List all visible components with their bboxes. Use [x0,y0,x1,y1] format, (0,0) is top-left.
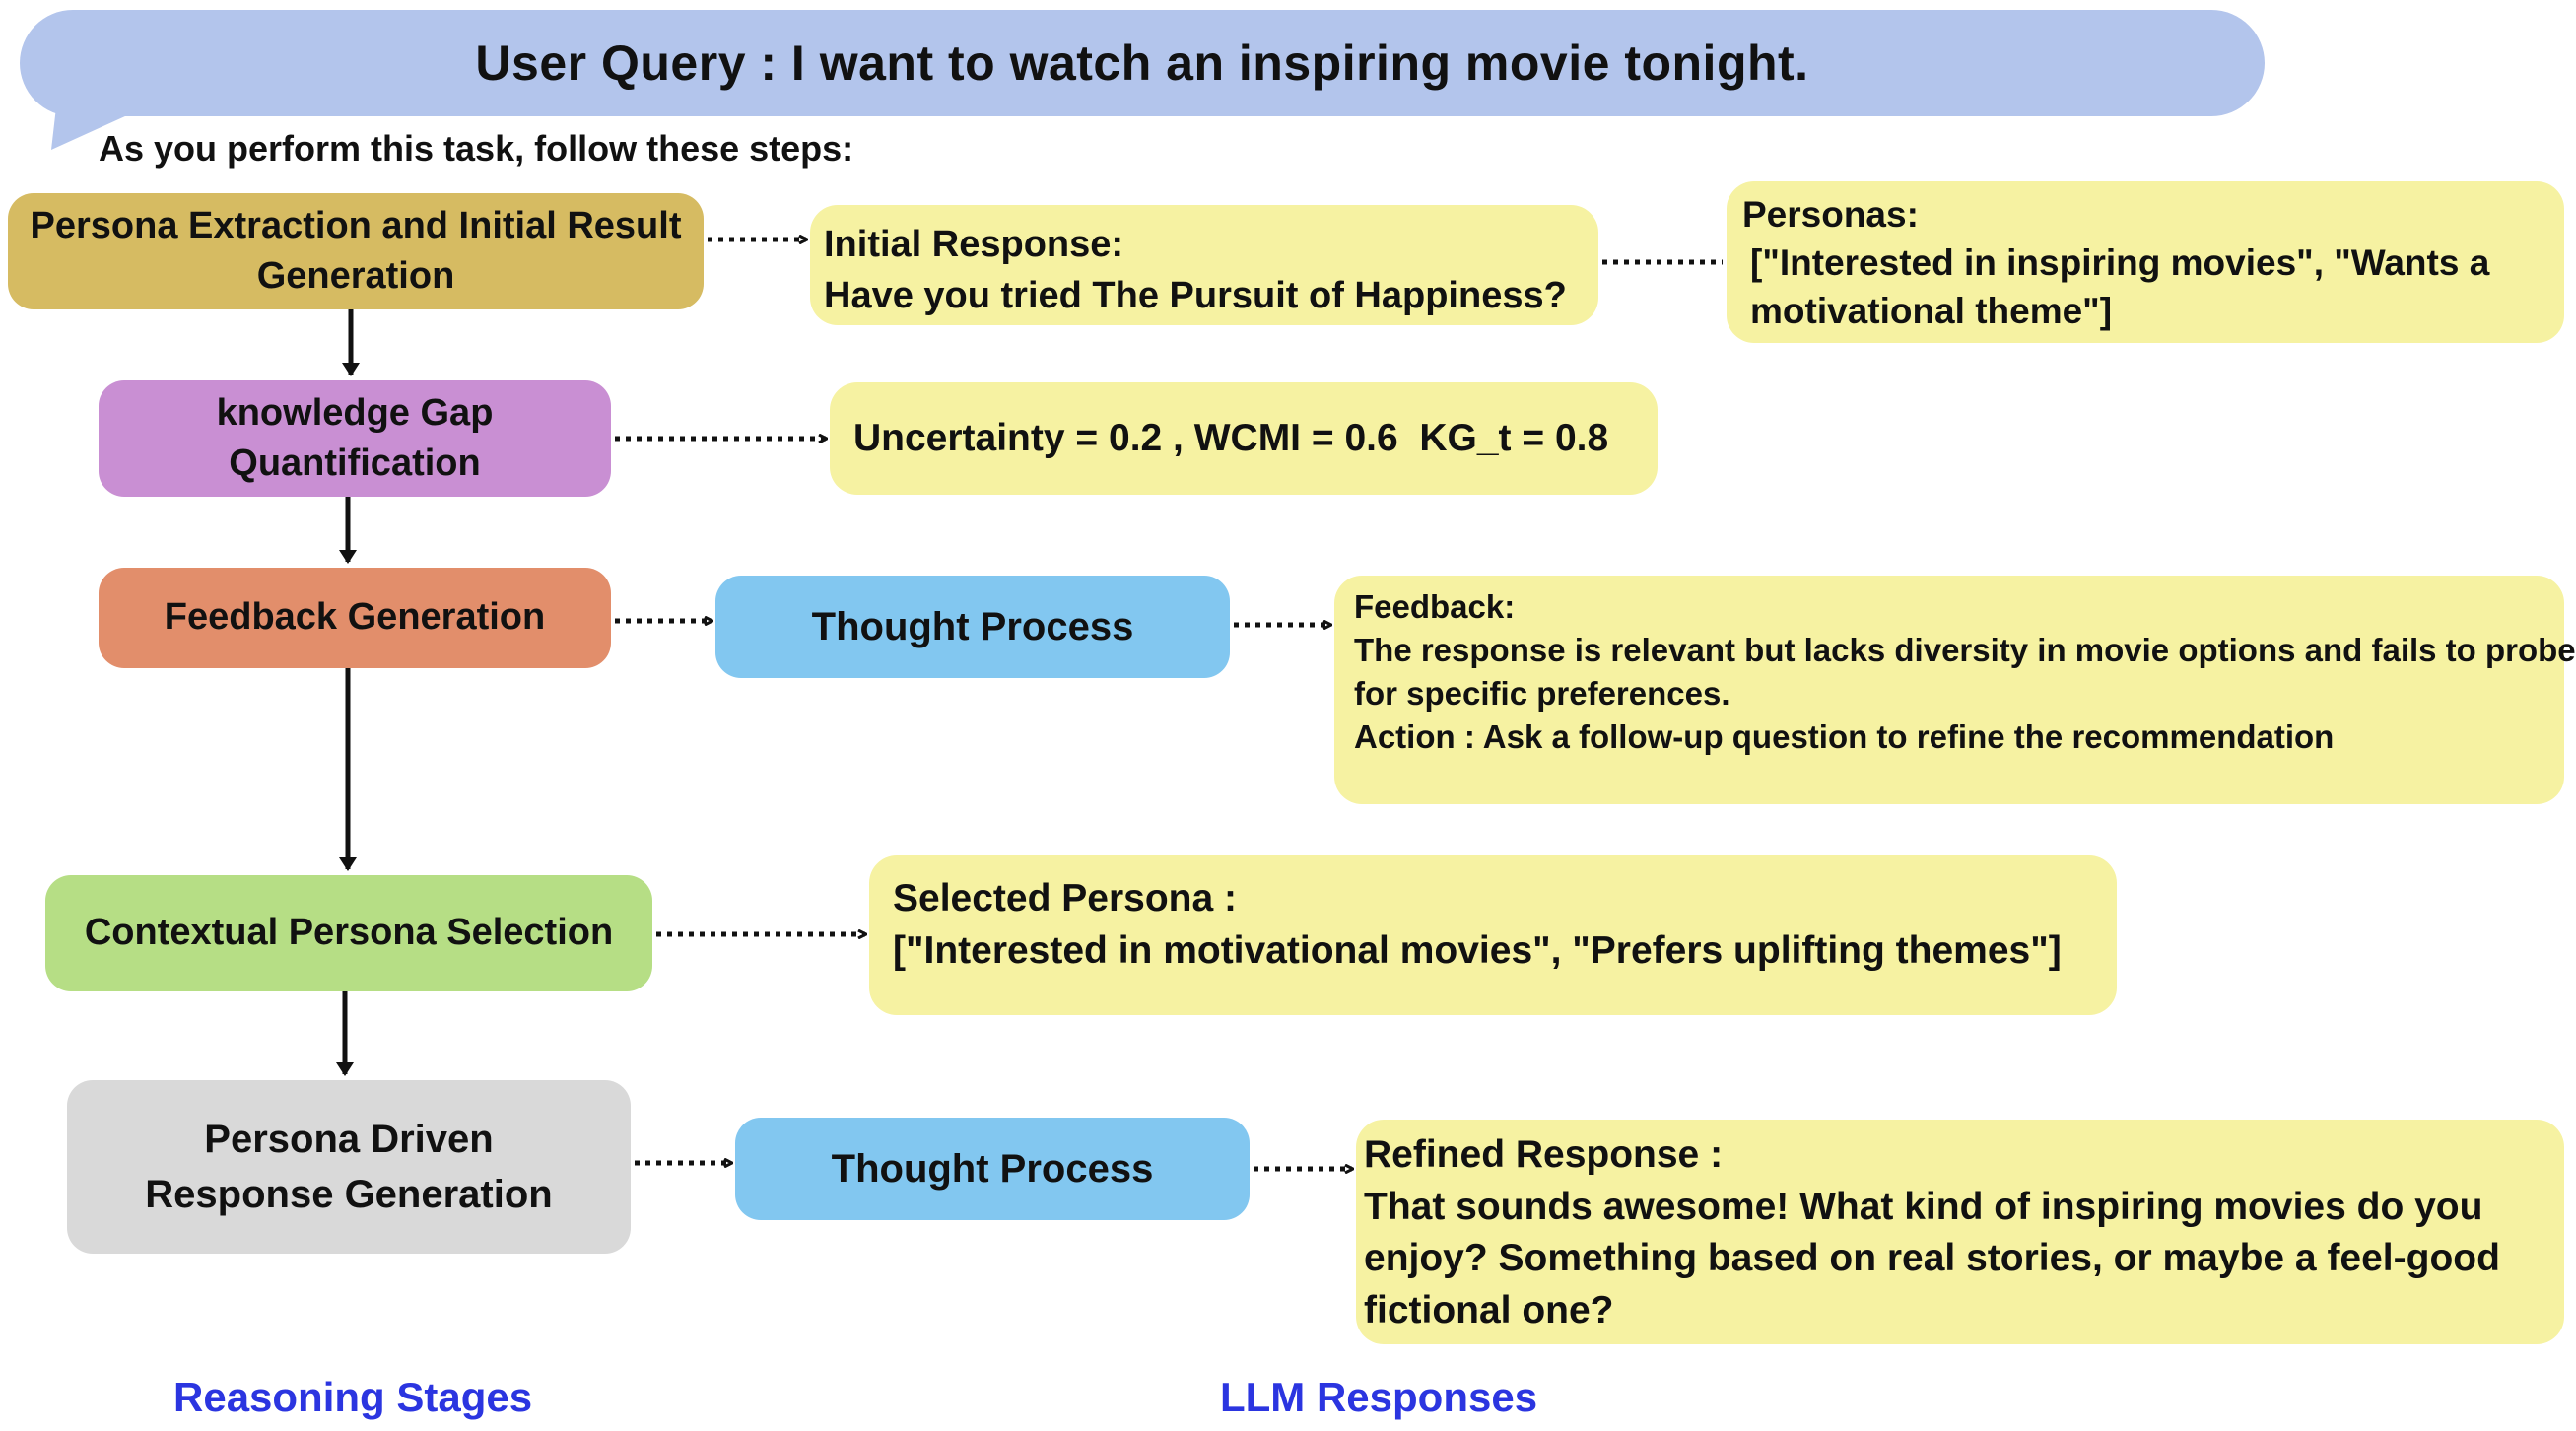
thought-process-label-2: Thought Process [831,1146,1154,1191]
thought-process-label-1: Thought Process [811,604,1134,648]
personas-box: Personas: ["Interested in inspiring movi… [1727,181,2564,343]
footer-llm-responses: LLM Responses [1220,1374,1538,1420]
stage-persona-driven-response: Persona Driven Response Generation [67,1080,631,1254]
stage-feedback-generation: Feedback Generation [99,568,611,668]
personas-line-1: ["Interested in inspiring movies", "Want… [1750,241,2490,283]
initial-response-heading: Initial Response: [824,224,1124,265]
thought-process-box-2: Thought Process [735,1118,1250,1220]
selected-persona-box: Selected Persona : ["Interested in motiv… [869,855,2117,1015]
feedback-box: Feedback: The response is relevant but l… [1334,576,2576,804]
selected-persona-text: ["Interested in motivational movies", "P… [893,928,2062,972]
instruction-text: As you perform this task, follow these s… [99,128,854,169]
refined-response-line-1: That sounds awesome! What kind of inspir… [1364,1185,2483,1228]
feedback-heading: Feedback: [1354,588,1516,625]
stage-knowledge-gap: knowledge Gap Quantification [99,380,611,497]
personas-heading: Personas: [1742,194,1919,235]
initial-response-box: Initial Response: Have you tried The Pur… [810,205,1598,325]
personas-line-2: motivational theme"] [1750,290,2113,331]
stage-knowledge-gap-line-2: Quantification [229,443,481,484]
refined-response-line-2: enjoy? Something based on real stories, … [1364,1237,2500,1280]
uncertainty-box: Uncertainty = 0.2 , WCMI = 0.6 KG_t = 0.… [830,382,1658,495]
initial-response-text: Have you tried The Pursuit of Happiness? [824,275,1567,317]
stage-persona-extraction-line-1: Persona Extraction and Initial Result [30,204,682,246]
stage-knowledge-gap-line-1: knowledge Gap [216,391,494,434]
user-query-bubble: User Query : I want to watch an inspirin… [20,10,2265,116]
stage-persona-driven-line-1: Persona Driven [204,1118,494,1161]
refined-response-line-3: fictional one? [1364,1288,1614,1331]
feedback-action: Action : Ask a follow-up question to ref… [1354,717,2335,755]
stage-contextual-persona-selection: Contextual Persona Selection [45,875,652,991]
thought-process-box-1: Thought Process [715,576,1230,678]
stage-persona-extraction-line-2: Generation [256,255,455,297]
refined-response-box: Refined Response : That sounds awesome! … [1356,1120,2564,1344]
refined-response-heading: Refined Response : [1364,1133,1724,1176]
stage-persona-driven-line-2: Response Generation [145,1173,553,1216]
feedback-line-1: The response is relevant but lacks diver… [1354,631,2576,668]
uncertainty-text: Uncertainty = 0.2 , WCMI = 0.6 KG_t = 0.… [853,417,1609,459]
user-query-text: User Query : I want to watch an inspirin… [475,35,1809,91]
stage-feedback-generation-label: Feedback Generation [164,596,546,639]
stage-persona-extraction: Persona Extraction and Initial Result Ge… [8,193,704,309]
selected-persona-heading: Selected Persona : [893,877,1237,920]
footer-reasoning-stages: Reasoning Stages [173,1374,533,1420]
stage-contextual-persona-label: Contextual Persona Selection [84,912,614,954]
feedback-line-2: for specific preferences. [1354,674,1730,712]
